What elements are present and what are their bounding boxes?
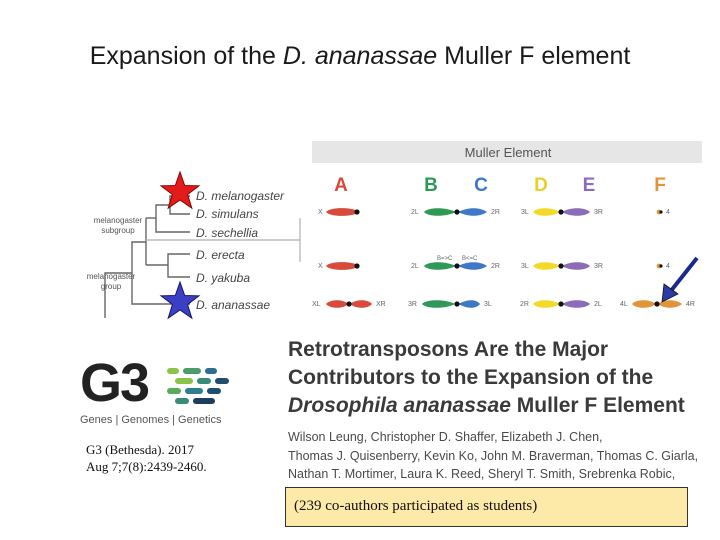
arm-label: X [318, 209, 323, 216]
paper-title: Retrotransposons Are the Major Contribut… [288, 336, 708, 420]
chromosome-row-2: X 2L B=>C B<=C 2R 3L 3R 4 [318, 256, 670, 270]
coauthor-note: (239 co-authors participated as students… [294, 498, 538, 514]
arm-label: X [318, 263, 323, 270]
g3-logo-text: G3 [80, 353, 150, 413]
arm-label: 4L [620, 301, 628, 308]
arm-label: B=>C [437, 256, 453, 262]
element-e-label: E [583, 175, 596, 196]
paper-title-line3-rest: Muller F Element [510, 394, 685, 417]
arm-label: 2L [594, 301, 602, 308]
arm-label: 2L [411, 263, 419, 270]
citation-line1: G3 (Bethesda). 2017 [86, 442, 194, 457]
authors-line3: Nathan T. Mortimer, Laura K. Reed, Shery… [288, 467, 676, 481]
coauthor-note-box: (239 co-authors participated as students… [285, 487, 688, 527]
muller-header: Muller Element [465, 145, 552, 160]
arm-label: 3R [594, 209, 603, 216]
g3-logo-subtitle: Genes | Genomes | Genetics [80, 414, 222, 426]
arm-label: 3L [484, 301, 492, 308]
citation: G3 (Bethesda). 2017 Aug 7;7(8):2439-2460… [86, 441, 256, 475]
subgroup-label-line2: subgroup [101, 226, 135, 235]
arm-label: 2R [491, 263, 500, 270]
title-suffix: Muller F element [437, 42, 631, 70]
element-a-label: A [334, 175, 348, 196]
slide-title: Expansion of the D. ananassae Muller F e… [0, 42, 720, 71]
paper-title-species: Drosophila ananassae [288, 394, 511, 417]
element-f-label: F [654, 175, 666, 196]
arm-label: XL [312, 301, 321, 308]
arm-label: 2R [491, 209, 500, 216]
red-star-icon [159, 170, 201, 210]
group-label-line2: group [101, 282, 122, 291]
element-d-label: D [534, 175, 548, 196]
arm-label: 4R [686, 301, 695, 308]
paper-title-line1: Retrotransposons Are the Major [288, 338, 609, 361]
title-prefix: Expansion of the [89, 42, 283, 70]
blue-star-icon [159, 280, 201, 320]
title-species: D. ananassae [282, 42, 438, 70]
arm-label: 2L [411, 209, 419, 216]
arm-label: 4 [666, 209, 670, 216]
arm-label: 3R [408, 301, 417, 308]
arm-label: 4 [666, 263, 670, 270]
species-sechellia: D. sechellia [196, 226, 258, 240]
paper-title-line2: Contributors to the Expansion of the [288, 366, 654, 389]
arm-label: B<=C [462, 256, 478, 262]
g3-logo-dots [167, 368, 229, 404]
authors-line2: Thomas J. Quisenberry, Kevin Ko, John M.… [288, 448, 699, 463]
authors-line1: Wilson Leung, Christopher D. Shaffer, El… [288, 430, 603, 444]
arm-label: 3L [521, 263, 529, 270]
group-label-line1: melanogaster [87, 272, 136, 281]
element-c-label: C [474, 175, 488, 196]
species-yakuba: D. yakuba [196, 271, 250, 285]
species-erecta: D. erecta [196, 248, 245, 262]
muller-header-band [312, 141, 702, 163]
muller-figure: Muller Element A B C D E F melanogaster … [87, 141, 702, 320]
element-b-label: B [424, 175, 438, 196]
arrow-icon [661, 256, 699, 303]
species-melanogaster: D. melanogaster [196, 189, 285, 203]
arm-label: 2R [520, 301, 529, 308]
arm-label: 3L [521, 209, 529, 216]
species-ananassae: D. ananassae [196, 298, 270, 312]
arm-label: 3R [594, 263, 603, 270]
chromosome-row-3: XL XR 3R 3L 2R 2L 4L 4R [312, 300, 695, 308]
species-simulans: D. simulans [196, 207, 259, 221]
chromosome-row-1: X 2L 2R 3L 3R 4 [318, 208, 670, 216]
citation-line2: Aug 7;7(8):2439-2460. [86, 459, 207, 474]
arm-label: XR [376, 301, 386, 308]
paper-title-line3: Drosophila ananassae Muller F Element [288, 392, 708, 420]
author-list: Wilson Leung, Christopher D. Shaffer, El… [288, 428, 708, 484]
subgroup-label-line1: melanogaster [94, 216, 143, 225]
